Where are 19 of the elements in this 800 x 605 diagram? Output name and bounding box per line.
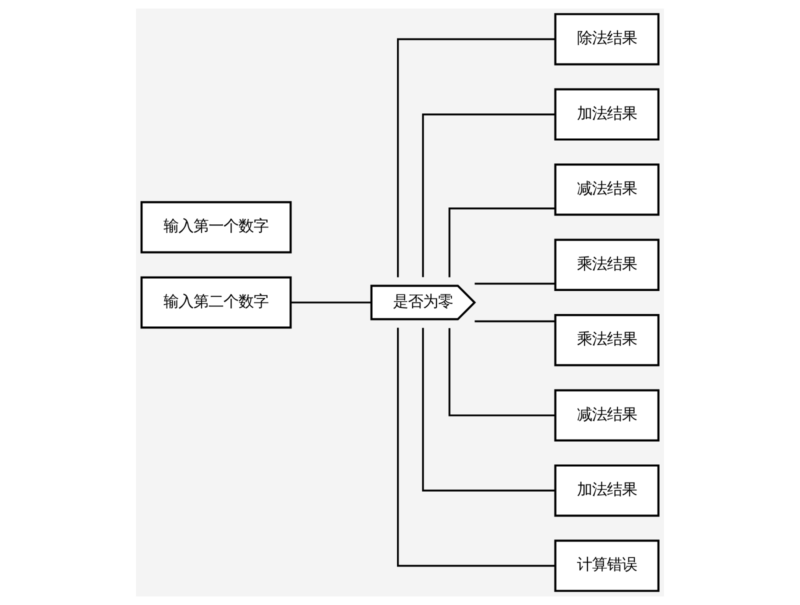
node-box: 计算错误 bbox=[554, 540, 660, 592]
connector bbox=[397, 328, 556, 567]
connector bbox=[422, 328, 556, 492]
node-box: 乘法结果 bbox=[554, 238, 660, 291]
node-box: 减法结果 bbox=[554, 389, 660, 442]
node-box: 除法结果 bbox=[554, 13, 660, 66]
connector bbox=[474, 320, 555, 322]
node-box: 减法结果 bbox=[554, 164, 660, 216]
connector bbox=[422, 114, 556, 278]
connector bbox=[290, 302, 372, 304]
connector bbox=[448, 208, 556, 278]
node-box: 加法结果 bbox=[554, 88, 660, 141]
connector bbox=[448, 328, 556, 416]
node-box: 加法结果 bbox=[554, 464, 660, 517]
node-box: 输入第一个数字 bbox=[140, 201, 292, 254]
node-box: 输入第二个数字 bbox=[140, 276, 292, 329]
connector bbox=[397, 38, 556, 278]
connector bbox=[474, 282, 555, 285]
node-box: 乘法结果 bbox=[554, 314, 660, 366]
